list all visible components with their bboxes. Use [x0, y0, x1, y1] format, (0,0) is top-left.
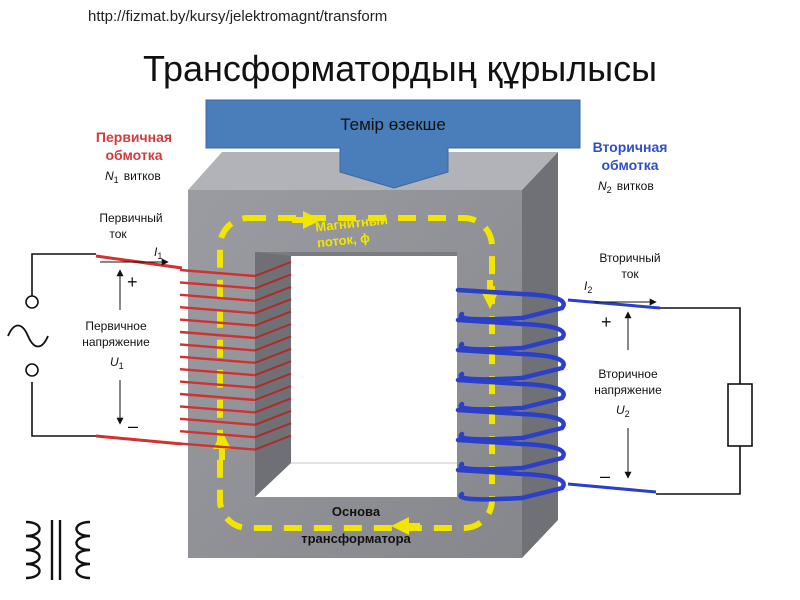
primary-wire-bottom — [31, 382, 96, 437]
primary-coil-turn — [179, 268, 256, 278]
secondary-voltage-label-line2: напряжение — [594, 383, 662, 397]
secondary-current-label-line2: ток — [621, 267, 639, 281]
primary-minus-sign: – — [128, 416, 138, 436]
primary-coil-turn — [179, 368, 256, 377]
primary-coil-turn-back — [254, 273, 292, 290]
primary-coil-turn-back — [254, 285, 292, 302]
source-url[interactable]: http://fizmat.by/kursy/jelektromagnt/tra… — [88, 8, 388, 25]
primary-current-label-line2: ток — [109, 227, 127, 241]
primary-coil-turn — [179, 392, 256, 402]
primary-coil-turn-back — [254, 372, 292, 389]
primary-coil-turn — [179, 330, 256, 340]
iron-core-callout — [205, 99, 581, 189]
secondary-winding-label-line2: обмотка — [601, 157, 658, 173]
primary-voltage-label-line2: напряжение — [82, 335, 150, 349]
ac-terminal-bottom — [25, 363, 39, 377]
primary-coil-turn-back — [254, 261, 292, 277]
secondary-plus-sign: + — [601, 312, 612, 332]
primary-coil-turn — [179, 355, 256, 364]
primary-coil-turn-back — [254, 434, 292, 451]
secondary-coil-turn — [455, 467, 566, 502]
primary-wire-top — [31, 253, 96, 296]
primary-coil-turn-back — [254, 422, 292, 439]
secondary-wire-bottom — [656, 446, 741, 495]
primary-coil-turn-back — [254, 323, 292, 339]
secondary-current-symbol: I2 — [584, 279, 592, 295]
window-left-depth — [255, 252, 291, 497]
window-top-depth — [255, 252, 457, 256]
primary-coil-turn-back — [254, 298, 292, 315]
primary-coil-turn — [179, 281, 256, 290]
secondary-lead-top — [567, 298, 661, 310]
transformer-symbol-icon — [25, 520, 91, 580]
primary-coil-turn-back — [254, 409, 292, 426]
core-label-line2: трансформатора — [301, 531, 411, 546]
primary-lead-bottom — [95, 434, 183, 446]
secondary-coil-turn — [455, 407, 566, 442]
primary-coil-turn — [179, 405, 256, 414]
secondary-voltage-label-line1: Вторичное — [598, 367, 658, 381]
page-title: Трансформатордың құрылысы — [142, 48, 657, 89]
ac-terminal-top — [25, 295, 39, 309]
primary-coil-turn — [179, 318, 256, 327]
window-back — [291, 256, 457, 497]
primary-coil-turn — [179, 417, 256, 426]
primary-coil — [179, 261, 292, 451]
secondary-coil-turn — [455, 287, 566, 322]
primary-coil-turn — [179, 293, 256, 302]
primary-voltage-label-line1: Первичное — [85, 319, 147, 333]
primary-coil-turn — [179, 306, 256, 315]
secondary-current-label-line1: Вторичный — [599, 251, 660, 265]
secondary-minus-sign: – — [600, 466, 610, 486]
core-label-line1: Основа — [332, 504, 381, 519]
secondary-wire-top — [660, 307, 741, 384]
ac-source-icon — [7, 324, 49, 348]
secondary-coil-turn — [455, 437, 566, 472]
secondary-winding-label-line1: Вторичная — [593, 139, 668, 155]
secondary-coil-turn — [455, 317, 566, 352]
primary-coil-turn-back — [254, 385, 292, 401]
primary-coil-turn-back — [254, 310, 292, 327]
primary-current-label-line1: Первичный — [99, 211, 162, 225]
primary-coil-turn — [179, 430, 256, 439]
primary-coil-turn-back — [254, 347, 292, 364]
primary-winding-label-line1: Первичная — [96, 129, 172, 145]
load-resistor-icon — [727, 383, 753, 447]
secondary-lead-bottom — [567, 482, 657, 494]
primary-voltage-symbol: U1 — [110, 355, 124, 371]
secondary-coil — [455, 287, 566, 502]
primary-coil-turn — [179, 442, 256, 451]
flux-label-line2: поток, ϕ — [316, 230, 371, 250]
iron-core-callout-label: Темір өзекше — [340, 115, 446, 134]
secondary-coil-turn — [455, 347, 566, 382]
primary-coil-turn-back — [254, 360, 292, 377]
secondary-voltage-symbol: U2 — [616, 403, 630, 419]
primary-current-symbol: I1 — [154, 245, 162, 261]
primary-coil-turn — [179, 343, 256, 352]
primary-coil-turn — [179, 380, 256, 389]
primary-winding-label-line2: обмотка — [105, 147, 162, 163]
secondary-coil-turn — [455, 377, 566, 412]
primary-plus-sign: + — [127, 272, 138, 292]
primary-coil-turn-back — [254, 335, 292, 352]
primary-coil-turn-back — [254, 397, 292, 414]
